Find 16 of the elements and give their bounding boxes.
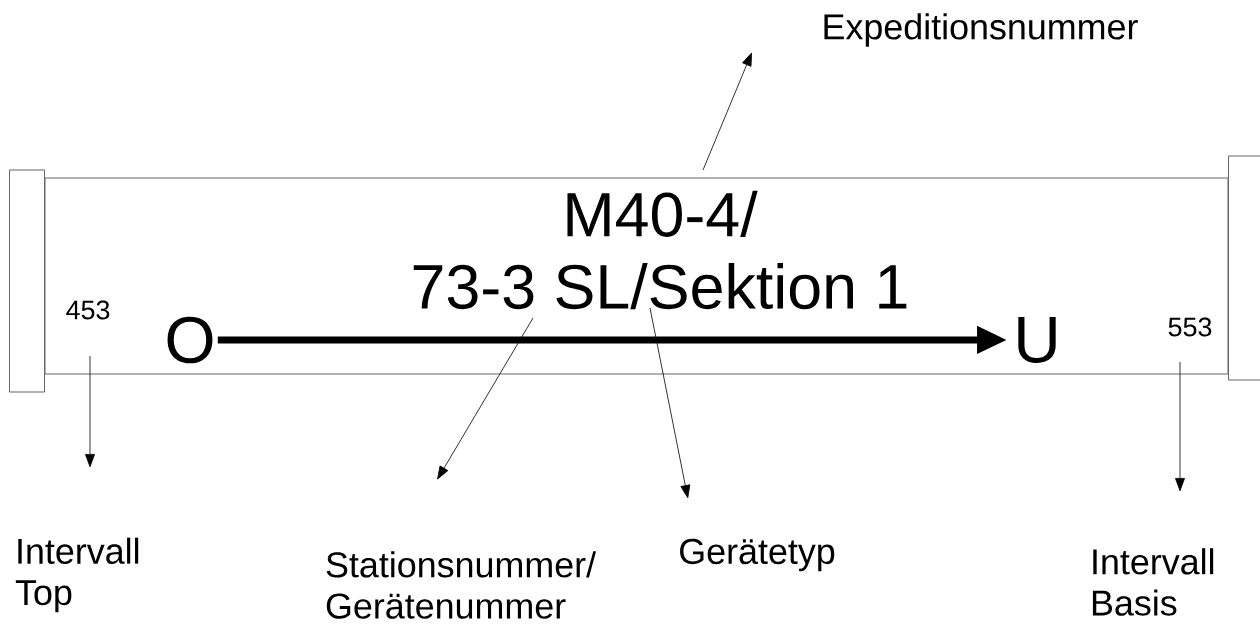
leader-line [702, 52, 752, 171]
callout-label: Gerätetyp [680, 538, 835, 572]
leader-line [649, 307, 691, 499]
interval-number: 553 [1168, 317, 1212, 337]
callout-label: Intervall Basis [1092, 548, 1214, 616]
end-letter: O [167, 316, 213, 364]
core-section-drawing [9, 155, 1260, 393]
interval-number: 453 [66, 300, 110, 320]
end-letter: U [1018, 317, 1056, 363]
callout-label: Intervall Top [15, 537, 139, 613]
leader-line [85, 355, 95, 468]
callout-label: Expeditionsnummer [824, 13, 1138, 47]
section-code: M40-4/ 73-3 SL/Sektion 1 [413, 190, 907, 310]
leader-line [437, 317, 534, 480]
callout-label: Stationsnummer/ Gerätenummer [326, 551, 597, 619]
leader-line [1175, 361, 1185, 492]
